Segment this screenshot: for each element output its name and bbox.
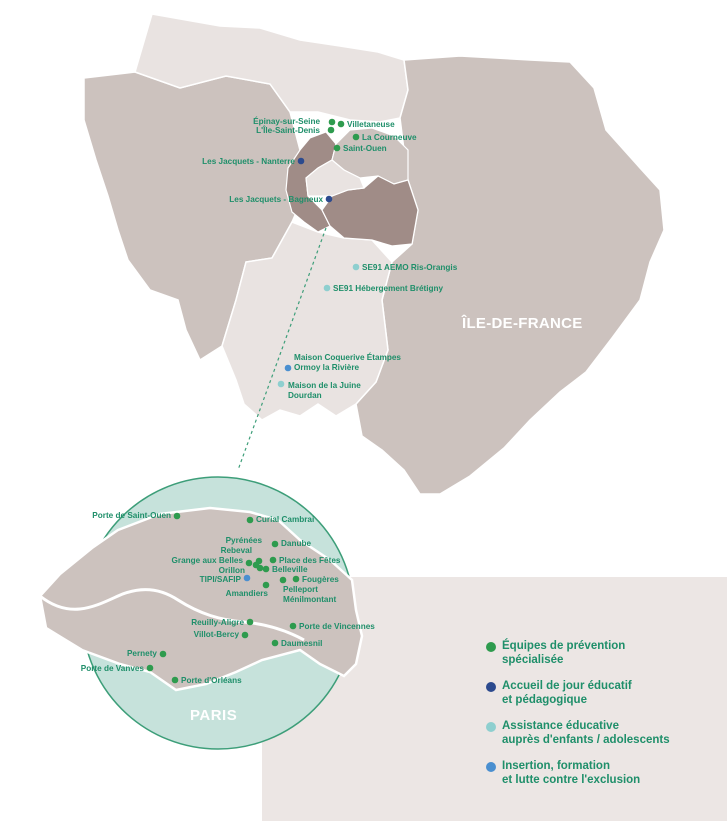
idf-marker-se91-aemo-ris-orangis[interactable] [352,263,360,271]
idf-marker-villetaneuse[interactable] [337,120,345,128]
idf-marker-la-courneuve[interactable] [352,133,360,141]
paris-marker-daumesnil[interactable] [271,639,279,647]
idf-label-saint-ouen: Saint-Ouen [343,144,387,153]
paris-label-grange-aux-belles: Grange aux Belles [172,556,244,565]
paris-label-daumesnil: Daumesnil [281,639,322,648]
paris-zoom [38,476,364,750]
paris-label-pernety: Pernety [127,649,157,658]
paris-label-porte-d-orleans: Porte d'Orléans [181,676,242,685]
idf-label-se91-aemo-ris-orangis: SE91 AEMO Ris-Orangis [362,263,458,272]
green-dot-icon [486,642,496,652]
paris-marker-pernety[interactable] [159,650,167,658]
legend-item-insertion: Insertion, formation et lutte contre l'e… [486,760,721,787]
paris-label-amandiers: Amandiers [226,589,269,598]
paris-marker-belleville[interactable] [262,565,270,573]
paris-label-villot-bercy: Villot-Bercy [194,630,240,639]
paris-marker-porte-d-orleans[interactable] [171,676,179,684]
idf-label-les-jacquets-nanterre: Les Jacquets - Nanterre [202,157,295,166]
paris-label-rebeval: Rebeval [221,546,252,555]
idf-marker-les-jacquets-nanterre[interactable] [297,157,305,165]
paris-label-orillon: Orillon [219,566,245,575]
paris-label-porte-de-saint-ouen: Porte de Saint-Ouen [92,511,171,520]
idf-label-la-courneuve: La Courneuve [362,133,417,142]
paris-marker-porte-de-saint-ouen[interactable] [173,512,181,520]
legend-label: Accueil de jour éducatif et pédagogique [502,680,632,706]
idf-label-l-ile-saint-denis: L'Île-Saint-Denis [256,124,320,135]
paris-marker-danube[interactable] [271,540,279,548]
legend-item-accueil: Accueil de jour éducatif et pédagogique [486,680,721,707]
paris-label-porte-de-vanves: Porte de Vanves [81,664,145,673]
legend-item-assistance: Assistance éducative auprès d'enfants / … [486,720,721,747]
idf-marker-l-ile-saint-denis[interactable] [327,126,335,134]
blue-dot-icon [486,762,496,772]
seine-river [39,588,305,642]
paris-marker-tipi-safip[interactable] [243,574,251,582]
paris-marker-porte-de-vincennes[interactable] [289,622,297,630]
idf-region [83,13,665,495]
legend-label: Insertion, formation et lutte contre l'e… [502,760,641,786]
idf-marker-les-jacquets-bagneux[interactable] [325,195,333,203]
idf-label-se91-hebergement-bretigny: SE91 Hébergement Brétigny [333,284,444,293]
paris-label-tipi-safip: TIPI/SAFIP [200,575,242,584]
zoom-connector [237,227,327,471]
paris-marker-grange-aux-belles[interactable] [245,559,253,567]
idf-marker-saint-ouen[interactable] [333,144,341,152]
paris-label-place-des-fetes: Place des Fêtes [279,556,341,565]
idf-label-epinay-sur-seine: Épinay-sur-Seine [253,116,320,126]
paris-marker-porte-de-vanves[interactable] [146,664,154,672]
legend-label: Assistance éducative auprès d'enfants / … [502,720,670,746]
paris-marker-pelleport-menilmontant[interactable] [279,576,287,584]
idf-marker-se91-hebergement-bretigny[interactable] [323,284,331,292]
paris-label-porte-de-vincennes: Porte de Vincennes [299,622,375,631]
paris-outline [38,506,364,692]
idf-marker-maison-coquerive-etampes-ormoy-la-riviere[interactable] [284,364,292,372]
legend-label: Équipes de prévention spécialisée [502,640,626,666]
idf-marker-maison-de-la-juine-dourdan[interactable] [277,380,285,388]
paris-label: PARIS [190,707,237,724]
paris-label-fougeres: Fougères [302,575,339,584]
paris-marker-orillon[interactable] [256,564,264,572]
paris-label-reuilly-aligre: Reuilly-Aligre [191,618,244,627]
region-east [355,55,665,495]
dept-val-de-marne [321,175,419,247]
idf-label-les-jacquets-bagneux: Les Jacquets - Bagneux [229,195,323,204]
idf-marker-epinay-sur-seine[interactable] [328,118,336,126]
paris-marker-place-des-fetes[interactable] [269,556,277,564]
paris-marker-curial-cambrai[interactable] [246,516,254,524]
paris-label-belleville: Belleville [272,565,308,574]
navy-dot-icon [486,682,496,692]
paris-marker-amandiers[interactable] [262,581,270,589]
paris-marker-reuilly-aligre[interactable] [246,618,254,626]
legend: Équipes de prévention spécialisée Accuei… [486,640,721,800]
idf-label-villetaneuse: Villetaneuse [347,120,395,129]
paris-label-pyrenees: Pyrénées [226,536,263,545]
paris-label-curial-cambrai: Curial Cambrai [256,515,314,524]
region-label: ÎLE-DE-FRANCE [461,314,583,332]
paris-small [305,159,365,197]
dept-hauts-de-seine [285,131,337,233]
paris-marker-fougeres[interactable] [292,575,300,583]
paris-marker-villot-bercy[interactable] [241,631,249,639]
teal-dot-icon [486,722,496,732]
legend-item-prevention: Équipes de prévention spécialisée [486,640,721,667]
paris-label-danube: Danube [281,539,311,548]
